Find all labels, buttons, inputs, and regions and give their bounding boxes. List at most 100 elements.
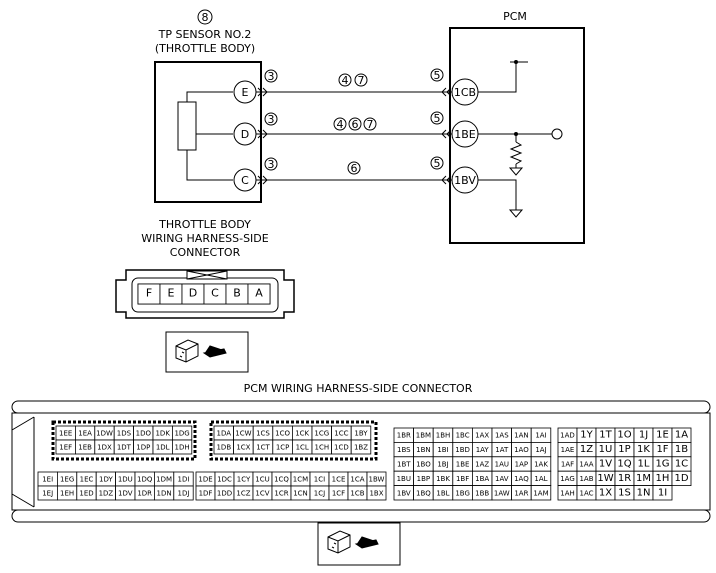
connector-pin-cell: 1CS xyxy=(252,425,274,441)
connector-pin-cell: 1DT xyxy=(113,439,134,455)
pin-label: 1DE xyxy=(198,476,212,484)
pin-label: 1K xyxy=(637,444,650,455)
pcm-internal-ground xyxy=(478,179,524,218)
connector-pin-cell: 1DJ xyxy=(173,485,194,501)
pin-label: 1DY xyxy=(99,476,113,484)
pin-label: 1BH xyxy=(436,432,451,440)
pin-label: 1DQ xyxy=(137,476,153,484)
connector-pin-cell: D xyxy=(181,283,205,305)
connector-pin-cell: 1BQ xyxy=(413,485,434,501)
connector-pin-cell: 1EE xyxy=(55,425,76,441)
pin-label: 1AP xyxy=(515,461,528,469)
pin-label: 1DR xyxy=(137,490,152,498)
pin-label: 1AO xyxy=(514,446,529,454)
pin-label: 1DI xyxy=(178,476,190,484)
pin-label: 1Y xyxy=(580,430,593,441)
pin-label: 1DV xyxy=(118,490,133,498)
pin-label: D xyxy=(189,287,197,300)
pin-label: 1A xyxy=(675,430,688,441)
pin-label: 1CA xyxy=(350,476,364,484)
connector-pin-cell: 1A xyxy=(671,427,692,443)
pin-label: 1BT xyxy=(397,461,411,469)
connector-pin-cell: 1CI xyxy=(309,471,330,487)
pin-label: 1BM xyxy=(416,432,431,440)
pin-label: 1BU xyxy=(397,475,411,483)
pin-label: F xyxy=(146,287,152,300)
connector-pin-cell: 1AS xyxy=(491,427,513,443)
pin-label: 1G xyxy=(655,459,669,470)
connector-pin-cell: B xyxy=(225,283,249,305)
pcm-pin-ref-1cb: 5 xyxy=(430,68,444,82)
svg-text:5: 5 xyxy=(434,112,441,125)
pin-label: 1AU xyxy=(495,461,509,469)
pin-label: 1AR xyxy=(514,489,528,497)
connector-pin-cell: 1BD xyxy=(452,441,473,458)
connector-pin-cell: 1AN xyxy=(511,427,532,443)
pin-label: 1DH xyxy=(175,444,190,452)
connector-pin-cell: 1K xyxy=(633,441,654,458)
pin-label: 1CQ xyxy=(274,476,289,484)
pin-label: 1DZ xyxy=(99,490,114,498)
pin-label: 1AS xyxy=(495,432,509,440)
pin-label: 1BF xyxy=(456,475,469,483)
connector-pin-cell: 1DS xyxy=(113,425,134,441)
connector-pin-cell: 1T xyxy=(595,427,616,443)
pin-label: 1CP xyxy=(276,444,290,452)
connector-pin-cell: 1W xyxy=(595,470,616,487)
connector-pin-cell: 1CA xyxy=(347,471,368,487)
sensor-ref: 8 xyxy=(202,11,209,24)
pin-label: 1M xyxy=(636,473,651,484)
pin-label: 1CE xyxy=(332,476,346,484)
pin-label: 1CY xyxy=(237,476,251,484)
svg-text:3: 3 xyxy=(268,158,275,171)
connector-pin-cell: 1DZ xyxy=(95,485,116,501)
connector-pin-cell: 1F xyxy=(652,441,673,458)
pin-label: 1BR xyxy=(397,432,411,440)
pin-label: 1EI xyxy=(42,476,53,484)
wire-ref-e-2: 7 xyxy=(354,73,368,87)
wire-ref-e-1: 4 xyxy=(338,73,352,87)
connector-pin-cell: 1EI xyxy=(37,471,58,487)
svg-text:1CB: 1CB xyxy=(454,86,476,99)
connector-pin-cell: 1CR xyxy=(271,485,292,501)
pin-label: 1I xyxy=(658,487,667,498)
pin-label: 1AT xyxy=(495,446,509,454)
wire-ref-d-3: 7 xyxy=(363,117,377,131)
connector-pin-cell: 1DG xyxy=(171,425,193,441)
pin-label: 1Z xyxy=(580,444,593,455)
pin-label: 1AM xyxy=(533,489,548,497)
pin-label: 1AF xyxy=(561,461,574,469)
connector-pin-cell: 1DU xyxy=(115,471,136,487)
pin-label: 1CI xyxy=(314,476,325,484)
connector-pin-cell: 1CT xyxy=(252,439,274,455)
connector-pin-cell: 1BU xyxy=(393,470,415,487)
pcm-box xyxy=(449,27,585,244)
svg-text:6: 6 xyxy=(352,118,359,131)
connector-pin-cell: 1AW xyxy=(491,485,513,501)
connector-pin-cell: 1CK xyxy=(291,425,313,441)
connector-pin-cell: E xyxy=(159,283,183,305)
pin-label: 1BA xyxy=(475,475,489,483)
pin-label: 1BJ xyxy=(437,461,448,469)
connector-pin-cell: 1BX xyxy=(366,485,387,501)
svg-text:4: 4 xyxy=(342,74,349,87)
pin-label: 1Q xyxy=(617,459,631,470)
pin-label: 1EG xyxy=(60,476,74,484)
pin-label: 1BW xyxy=(369,476,385,484)
pin-label: 1F xyxy=(656,444,668,455)
connector-pin-cell: 1CZ xyxy=(233,485,254,501)
connector-pin-cell: 1AV xyxy=(491,470,513,487)
connector-pin-cell: 1DO xyxy=(133,425,154,441)
pin-label: 1CK xyxy=(295,430,309,438)
pin-label: 1J xyxy=(639,430,648,441)
pin-label: 1BD xyxy=(455,446,470,454)
connector-pin-cell: 1Y xyxy=(576,427,597,443)
pin-label: 1AQ xyxy=(514,475,529,483)
connector-pin-cell: 1DY xyxy=(95,471,116,487)
connector-pin-cell: 1BC xyxy=(452,427,473,443)
sensor-title: TP SENSOR NO.2 xyxy=(158,28,252,41)
pin-label: 1DG xyxy=(174,430,189,438)
connector-pin-cell: 1BS xyxy=(393,441,415,458)
connector-pin-cell: 1DQ xyxy=(134,471,155,487)
connector-pin-cell: 1EF xyxy=(55,439,76,455)
